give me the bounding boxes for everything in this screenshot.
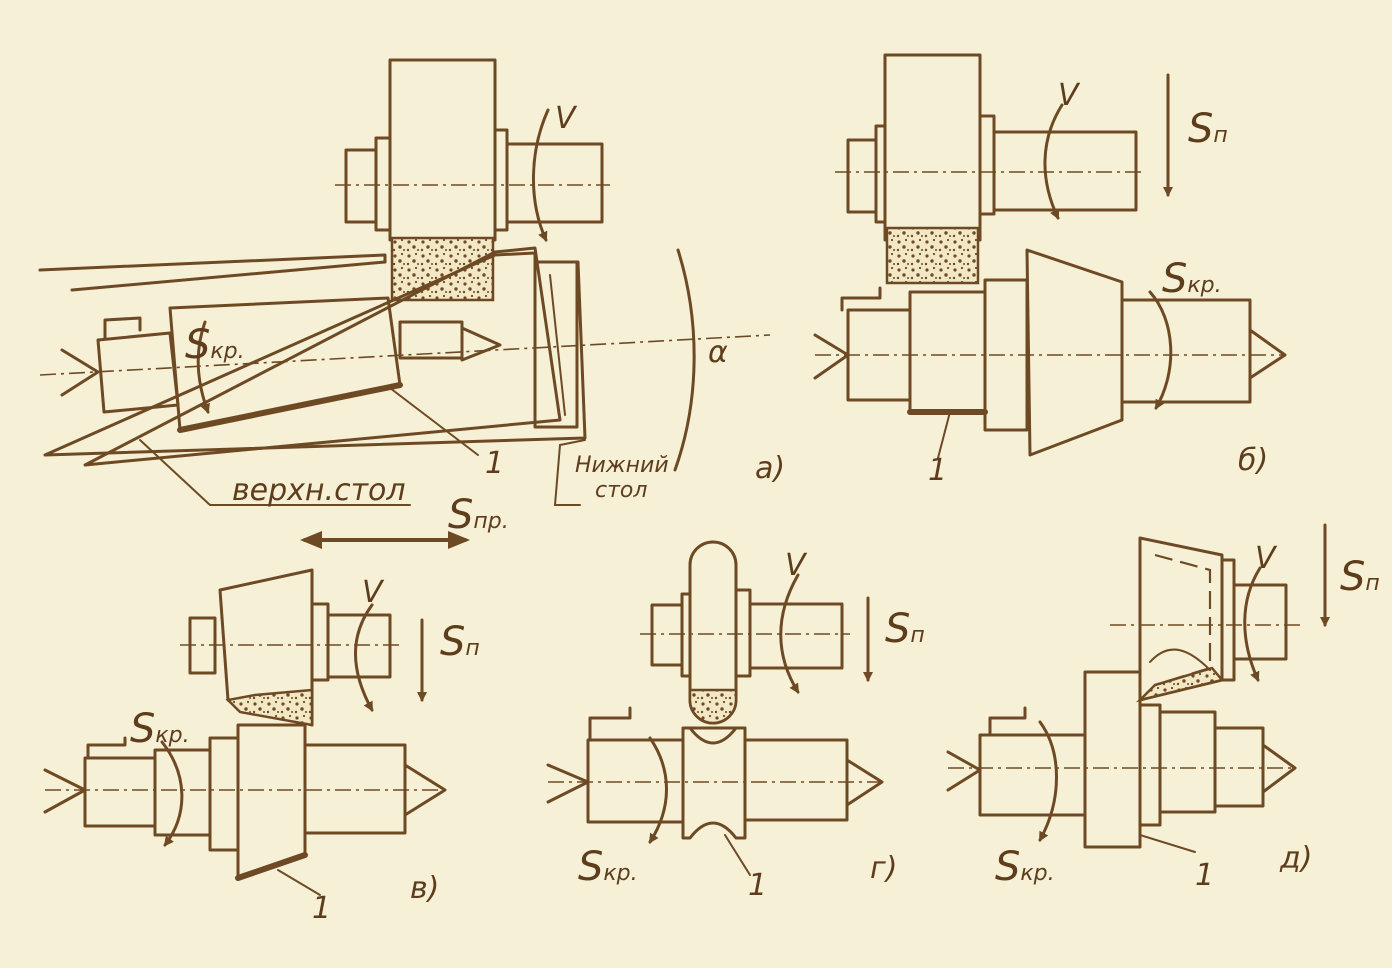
workpiece-g: [681, 726, 747, 840]
label-skr-d: Sкр.: [995, 844, 1055, 890]
abrasive-layer-v: [225, 688, 314, 727]
label-spr: Sпр.: [448, 492, 509, 538]
label-part-v: 1: [312, 891, 331, 926]
abrasive-layer-b: [885, 226, 980, 285]
panel-label-a: а): [755, 451, 785, 486]
wheel-spindle-b: [992, 130, 1138, 212]
label-lower-table-1: Нижний: [575, 453, 669, 478]
workpiece-v: [236, 723, 307, 880]
panel-label-b: б): [1238, 443, 1268, 478]
workpiece-b: [908, 290, 987, 414]
cone-b: [1025, 248, 1124, 457]
label-upper-table: верхн.стол: [232, 473, 406, 508]
label-sn-b: Sп: [1188, 106, 1228, 152]
label-skr-a: Sкр.: [185, 322, 245, 368]
label-sn-v: Sп: [440, 619, 480, 665]
label-skr-b: Sкр.: [1162, 256, 1222, 302]
headstock-a: [96, 331, 180, 414]
abrasive-layer-g: [688, 688, 738, 725]
label-v-d: V: [1255, 541, 1278, 576]
label-lower-table-2: стол: [595, 478, 647, 503]
label-skr-v: Sкр.: [130, 706, 190, 752]
panel-b: V Sп Sкр. 1 б): [813, 53, 1287, 488]
upper-table: [70, 246, 562, 467]
rotation-arrow-skr-a: [196, 320, 210, 414]
abrasive-layer-a: [390, 236, 495, 302]
rotation-arrow-v-a: [532, 108, 550, 242]
panel-a: V Sкр. α 1 Нижний стол верхн.стол Sпр. а…: [38, 58, 785, 549]
label-part-b: 1: [928, 453, 947, 488]
grinding-wheel-b: [883, 53, 982, 242]
label-alpha: α: [708, 335, 728, 370]
label-v-v: V: [362, 575, 385, 610]
abrasive-layer-d: [1135, 666, 1225, 703]
panel-g: V Sп Sкр. 1 г): [546, 540, 925, 903]
label-v-g: V: [785, 548, 808, 583]
label-part-g: 1: [748, 868, 767, 903]
panel-label-v: в): [410, 871, 439, 906]
wheel-nut-a: [344, 148, 378, 224]
label-sn-g: Sп: [885, 606, 925, 652]
grinding-wheel-a: [388, 58, 497, 242]
panel-label-g: г): [870, 851, 897, 886]
wheel-spindle-a: [505, 142, 604, 224]
label-part-d: 1: [1195, 858, 1214, 893]
panel-d: V Sп Sкр. 1 д): [946, 523, 1380, 893]
label-sn-d: Sп: [1340, 554, 1380, 600]
label-v-b: V: [1058, 78, 1081, 113]
label-part-a: 1: [485, 446, 504, 481]
label-skr-g: Sкр.: [578, 844, 638, 890]
panel-label-d: д): [1279, 841, 1312, 876]
workpiece-d: [1083, 670, 1142, 849]
label-v-a: V: [555, 101, 578, 136]
panel-v: V Sп Sкр. 1 в): [43, 568, 480, 926]
